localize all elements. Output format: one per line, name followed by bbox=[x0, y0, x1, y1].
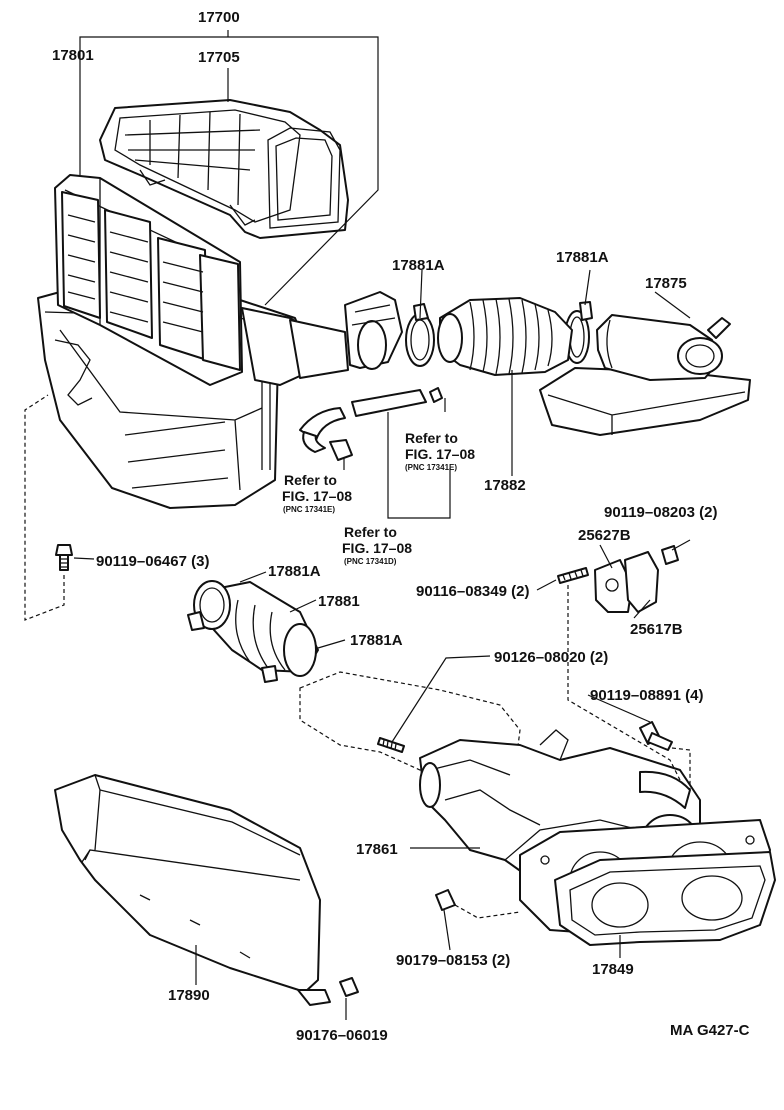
ref-text-1-line2: FIG. 17–08 bbox=[405, 446, 475, 462]
label-90119-08203: 90119–08203 (2) bbox=[604, 504, 717, 521]
ref-text-3-line1: Refer to bbox=[344, 524, 397, 540]
label-17849: 17849 bbox=[592, 961, 634, 978]
label-25627B: 25627B bbox=[578, 527, 631, 544]
hose-clamp-top-right bbox=[564, 301, 593, 364]
label-90176-06019: 90176–06019 bbox=[296, 1027, 388, 1044]
label-17881A-c: 17881A bbox=[268, 563, 321, 580]
stud-90116-08349 bbox=[557, 567, 589, 584]
ref-text-3-pnc: (PNC 17341D) bbox=[344, 557, 397, 566]
outlet-hose-joint bbox=[344, 291, 403, 370]
leader-lines bbox=[73, 30, 691, 1020]
plug-90179-08153 bbox=[435, 889, 456, 911]
air-inlet-17875 bbox=[539, 314, 751, 436]
air-duct-17890 bbox=[54, 774, 359, 1006]
label-17801: 17801 bbox=[52, 47, 94, 64]
label-17882: 17882 bbox=[484, 477, 526, 494]
bolt-leader-08891 bbox=[567, 585, 681, 781]
ref-leader-lines bbox=[343, 398, 451, 519]
ref-text-1-pnc: (PNC 17341E) bbox=[405, 463, 457, 472]
air-cleaner-cap-17705 bbox=[99, 99, 349, 239]
label-90126-08020: 90126–08020 (2) bbox=[494, 649, 608, 666]
label-17881A-b: 17881A bbox=[556, 249, 609, 266]
plug-leader bbox=[454, 904, 521, 919]
labels: 17700 17801 17705 17881A 17881A 17875 Re… bbox=[52, 9, 750, 1044]
label-17890: 17890 bbox=[168, 987, 210, 1004]
label-17875: 17875 bbox=[645, 275, 687, 292]
label-90119-06467: 90119–06467 (3) bbox=[96, 553, 209, 570]
air-cleaner-case-17801 bbox=[37, 174, 349, 509]
label-25617B: 25617B bbox=[630, 621, 683, 638]
ref-text-3-line2: FIG. 17–08 bbox=[342, 540, 412, 556]
ref-text-2-line1: Refer to bbox=[284, 472, 337, 488]
label-17700: 17700 bbox=[198, 9, 240, 26]
stud-90126-08020 bbox=[377, 737, 405, 753]
label-17861: 17861 bbox=[356, 841, 398, 858]
bolt-90119-08891 bbox=[639, 721, 673, 751]
bolt-90119-06467 bbox=[55, 544, 73, 571]
ref-text-2-line2: FIG. 17–08 bbox=[282, 488, 352, 504]
label-90119-08891: 90119–08891 (4) bbox=[590, 687, 703, 704]
label-17705: 17705 bbox=[198, 49, 240, 66]
vacuum-hose-center bbox=[351, 387, 443, 417]
nut-90119-08203 bbox=[661, 545, 679, 565]
ref-text-2-pnc: (PNC 17341E) bbox=[283, 505, 335, 514]
stud-leader-08349 bbox=[671, 747, 691, 790]
label-90179-08153: 90179–08153 (2) bbox=[396, 952, 510, 969]
gasket-25627B bbox=[594, 559, 633, 613]
label-90116-08349: 90116–08349 (2) bbox=[416, 583, 529, 600]
label-17881: 17881 bbox=[318, 593, 360, 610]
vacuum-hose-left bbox=[299, 407, 353, 461]
air-cleaner-hose-17882 bbox=[437, 297, 573, 376]
plate-25617B bbox=[624, 551, 659, 613]
bolt-leader-06467 bbox=[24, 394, 65, 621]
gasket-17849 bbox=[554, 851, 776, 946]
label-17881A-d: 17881A bbox=[350, 632, 403, 649]
duct-hose-17881 bbox=[187, 580, 319, 683]
ref-text-1-line1: Refer to bbox=[405, 430, 458, 446]
label-17881A-a: 17881A bbox=[392, 257, 445, 274]
figure-code: MA G427-C bbox=[670, 1022, 750, 1039]
